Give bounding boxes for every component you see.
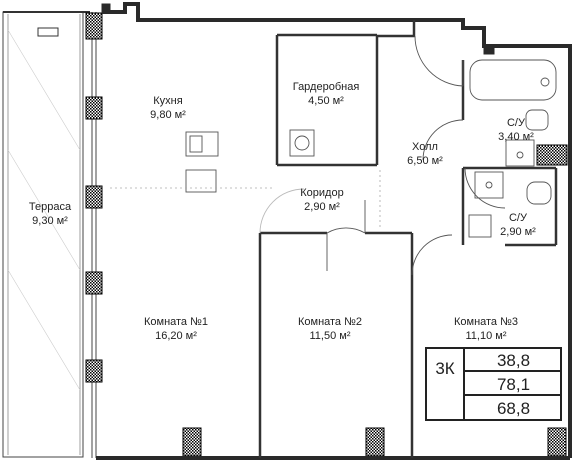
kitchen-sink-icon: [185, 131, 219, 157]
living-area-value: 38,8: [465, 349, 562, 372]
door-swings: [259, 35, 506, 276]
toilet-icon: [525, 109, 549, 131]
sink-icon: [505, 139, 535, 167]
apartment-type: 3К: [427, 349, 465, 419]
threshold-marks: [110, 170, 381, 230]
stove-icon: [185, 169, 217, 193]
sink-icon-2: [474, 171, 504, 199]
structural-columns: [85, 12, 568, 457]
terrace-area: [2, 11, 90, 458]
terrace-drain-icon: [37, 27, 59, 37]
outer-walls: [96, 2, 572, 460]
reduced-area-value: 68,8: [496, 399, 531, 418]
apartment-summary-box: 3К 38,8 78,1 68,8: [425, 347, 562, 421]
tub-drain-icon: [540, 77, 550, 87]
facade-glazing: [91, 12, 97, 458]
washer-icon: [289, 129, 315, 157]
toilet-icon-2: [526, 181, 552, 205]
bathtub-icon: [469, 59, 557, 101]
bathroom-fixtures: [468, 59, 557, 238]
shower-icon: [468, 214, 492, 238]
total-area-value: 78,1: [465, 373, 562, 396]
kitchen-fixtures: [185, 129, 315, 193]
